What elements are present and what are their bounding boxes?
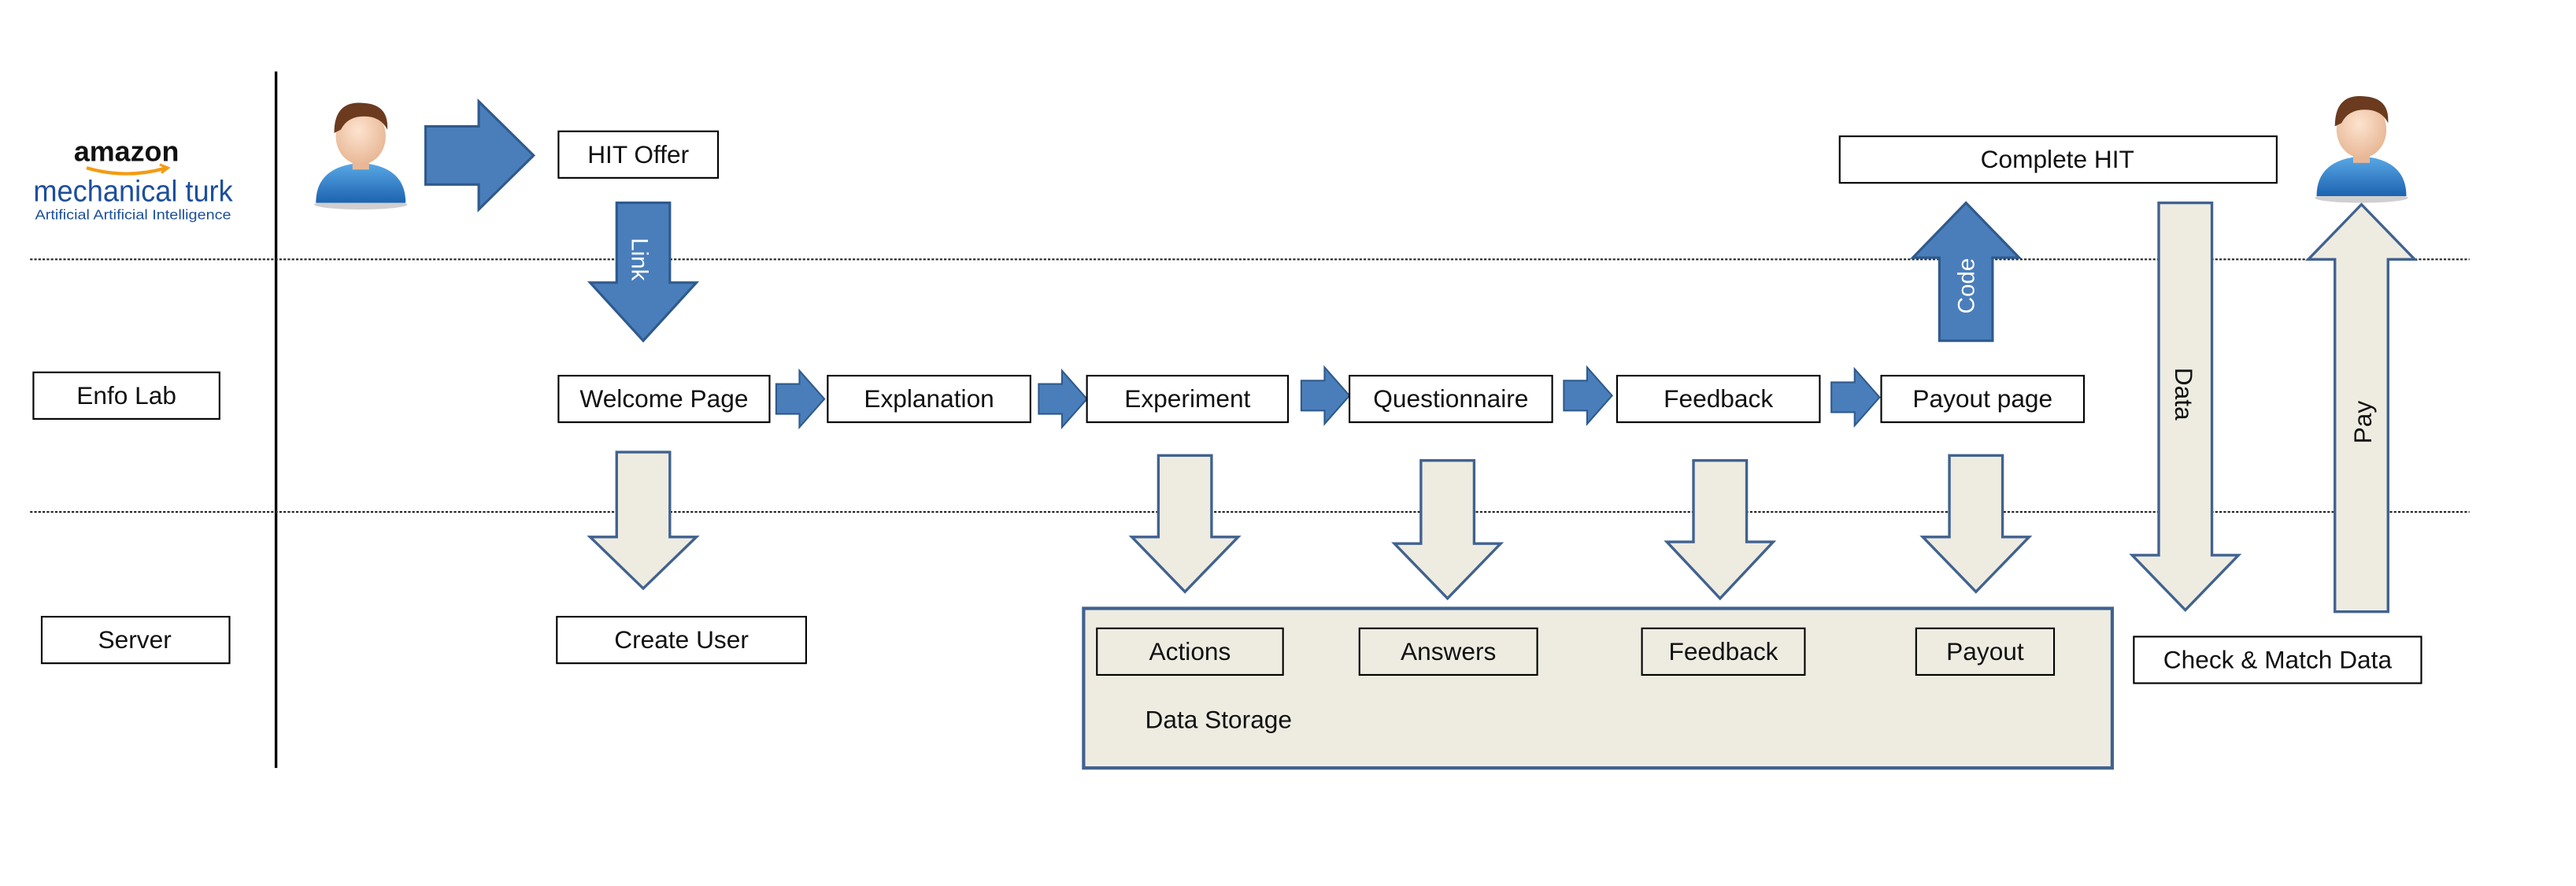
pay-arrow xyxy=(2304,202,2419,614)
welcome-page-box: Welcome Page xyxy=(557,374,771,424)
flow-arrow xyxy=(775,368,826,430)
flow-arrow xyxy=(1038,368,1089,430)
data-storage-label: Data Storage xyxy=(1145,705,1292,733)
payout-page-box: Payout page xyxy=(1880,374,2086,424)
svg-text:Feedback: Feedback xyxy=(1664,384,1773,413)
store-arrow-experiment xyxy=(1128,454,1242,594)
lane-label-enfo-lab: Enfo Lab xyxy=(32,371,220,420)
complete-hit-box: Complete HIT xyxy=(1838,135,2278,184)
svg-text:Enfo Lab: Enfo Lab xyxy=(76,381,176,410)
svg-text:Feedback: Feedback xyxy=(1668,637,1778,665)
logo-brand: amazon xyxy=(74,136,180,168)
svg-text:Actions: Actions xyxy=(1149,637,1231,665)
store-arrow-questionnaire xyxy=(1391,458,1505,601)
experiment-box: Experiment xyxy=(1086,374,1290,424)
svg-text:HIT Offer: HIT Offer xyxy=(587,140,689,169)
svg-text:Payout page: Payout page xyxy=(1912,384,2052,413)
feedback-box: Feedback xyxy=(1616,374,1821,424)
svg-text:Welcome Page: Welcome Page xyxy=(579,384,748,413)
svg-text:Explanation: Explanation xyxy=(864,384,994,413)
store-arrow-payout xyxy=(1919,454,2033,594)
code-arrow xyxy=(1909,201,2023,343)
code-label: Code xyxy=(1954,258,1980,314)
data-label: Data xyxy=(2170,368,2198,421)
mturk-logo: amazon mechanical turk Artificial Artifi… xyxy=(33,136,233,223)
explanation-box: Explanation xyxy=(827,374,1031,424)
svg-text:Experiment: Experiment xyxy=(1124,384,1250,413)
check-match-box: Check & Match Data xyxy=(2133,636,2422,684)
answers-box: Answers xyxy=(1358,627,1538,676)
data-arrow xyxy=(2129,201,2242,613)
svg-text:Complete HIT: Complete HIT xyxy=(1981,145,2134,173)
lane-label-server: Server xyxy=(40,616,231,665)
offer-arrow xyxy=(424,98,536,213)
flow-arrow xyxy=(1300,365,1351,427)
logo-tagline: Artificial Artificial Intelligence xyxy=(35,207,231,223)
questionnaire-box: Questionnaire xyxy=(1349,374,1553,424)
svg-text:Check & Match Data: Check & Match Data xyxy=(2163,645,2393,673)
logo-product: mechanical turk xyxy=(33,175,233,208)
data-storage-container: Actions Answers Feedback Payout Data Sto… xyxy=(1082,606,2115,770)
link-label: Link xyxy=(626,238,652,280)
store-arrow-feedback xyxy=(1664,458,1777,601)
flow-arrow xyxy=(1563,365,1613,427)
pay-label: Pay xyxy=(2348,401,2377,444)
hit-offer-box: HIT Offer xyxy=(557,130,720,179)
user-avatar-icon xyxy=(314,102,408,209)
create-user-box: Create User xyxy=(556,616,807,665)
svg-text:Questionnaire: Questionnaire xyxy=(1373,384,1528,413)
flow-arrow xyxy=(1830,366,1881,428)
feedback-store-box: Feedback xyxy=(1641,627,1806,676)
link-arrow xyxy=(587,201,700,343)
payout-box: Payout xyxy=(1915,627,2056,676)
svg-text:Server: Server xyxy=(98,625,172,654)
svg-text:Answers: Answers xyxy=(1401,637,1496,665)
store-arrow-welcome xyxy=(587,450,700,591)
actions-box: Actions xyxy=(1096,627,1284,676)
amazon-smile-icon xyxy=(86,166,167,176)
svg-text:Create User: Create User xyxy=(614,625,749,654)
user-avatar-icon xyxy=(2315,96,2408,203)
svg-text:Payout: Payout xyxy=(1946,637,2024,665)
